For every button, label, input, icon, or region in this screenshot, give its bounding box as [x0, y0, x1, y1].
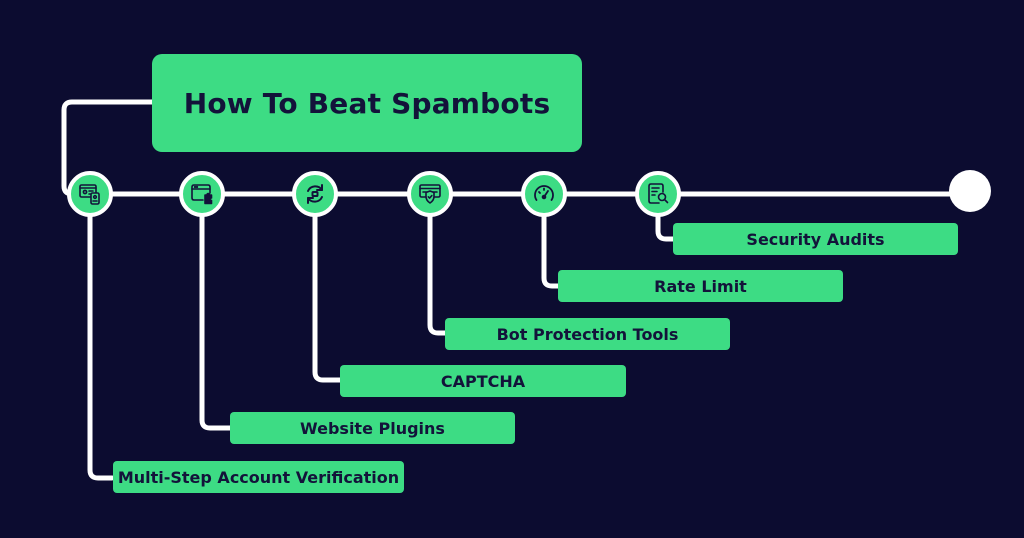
step-label-rate-limit: Rate Limit: [558, 270, 843, 302]
step-label-multi-step-verification: Multi-Step Account Verification: [113, 461, 404, 493]
step-label-bot-protection-tools: Bot Protection Tools: [445, 318, 730, 350]
timeline-end-dot: [949, 170, 991, 212]
account-verification-icon: [67, 171, 113, 217]
document-search-icon: [635, 171, 681, 217]
step-label-website-plugins: Website Plugins: [230, 412, 515, 444]
step-label-captcha: CAPTCHA: [340, 365, 626, 397]
browser-plugin-icon: [179, 171, 225, 217]
captcha-refresh-icon: [292, 171, 338, 217]
shield-browser-icon: [407, 171, 453, 217]
speedometer-icon: [521, 171, 567, 217]
step-label-security-audits: Security Audits: [673, 223, 958, 255]
diagram-title: How To Beat Spambots: [152, 54, 582, 152]
